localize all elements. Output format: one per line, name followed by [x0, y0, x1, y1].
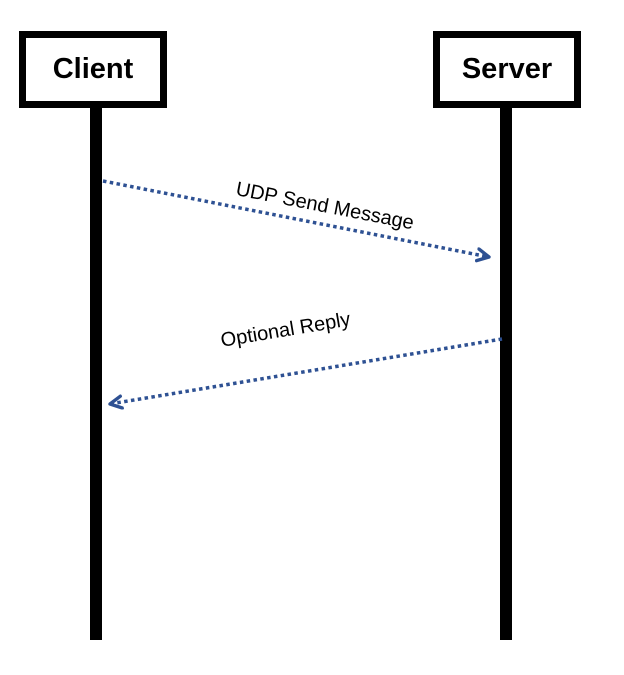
server-actor-box: Server: [433, 31, 581, 108]
message-arrow-optional-reply: [110, 337, 503, 404]
server-lifeline: [500, 108, 512, 640]
client-actor-box: Client: [19, 31, 167, 108]
message-arrow-udp-send: [102, 179, 489, 257]
client-actor-label: Client: [52, 53, 134, 85]
server-actor-label: Server: [461, 53, 553, 85]
client-lifeline: [90, 108, 102, 640]
